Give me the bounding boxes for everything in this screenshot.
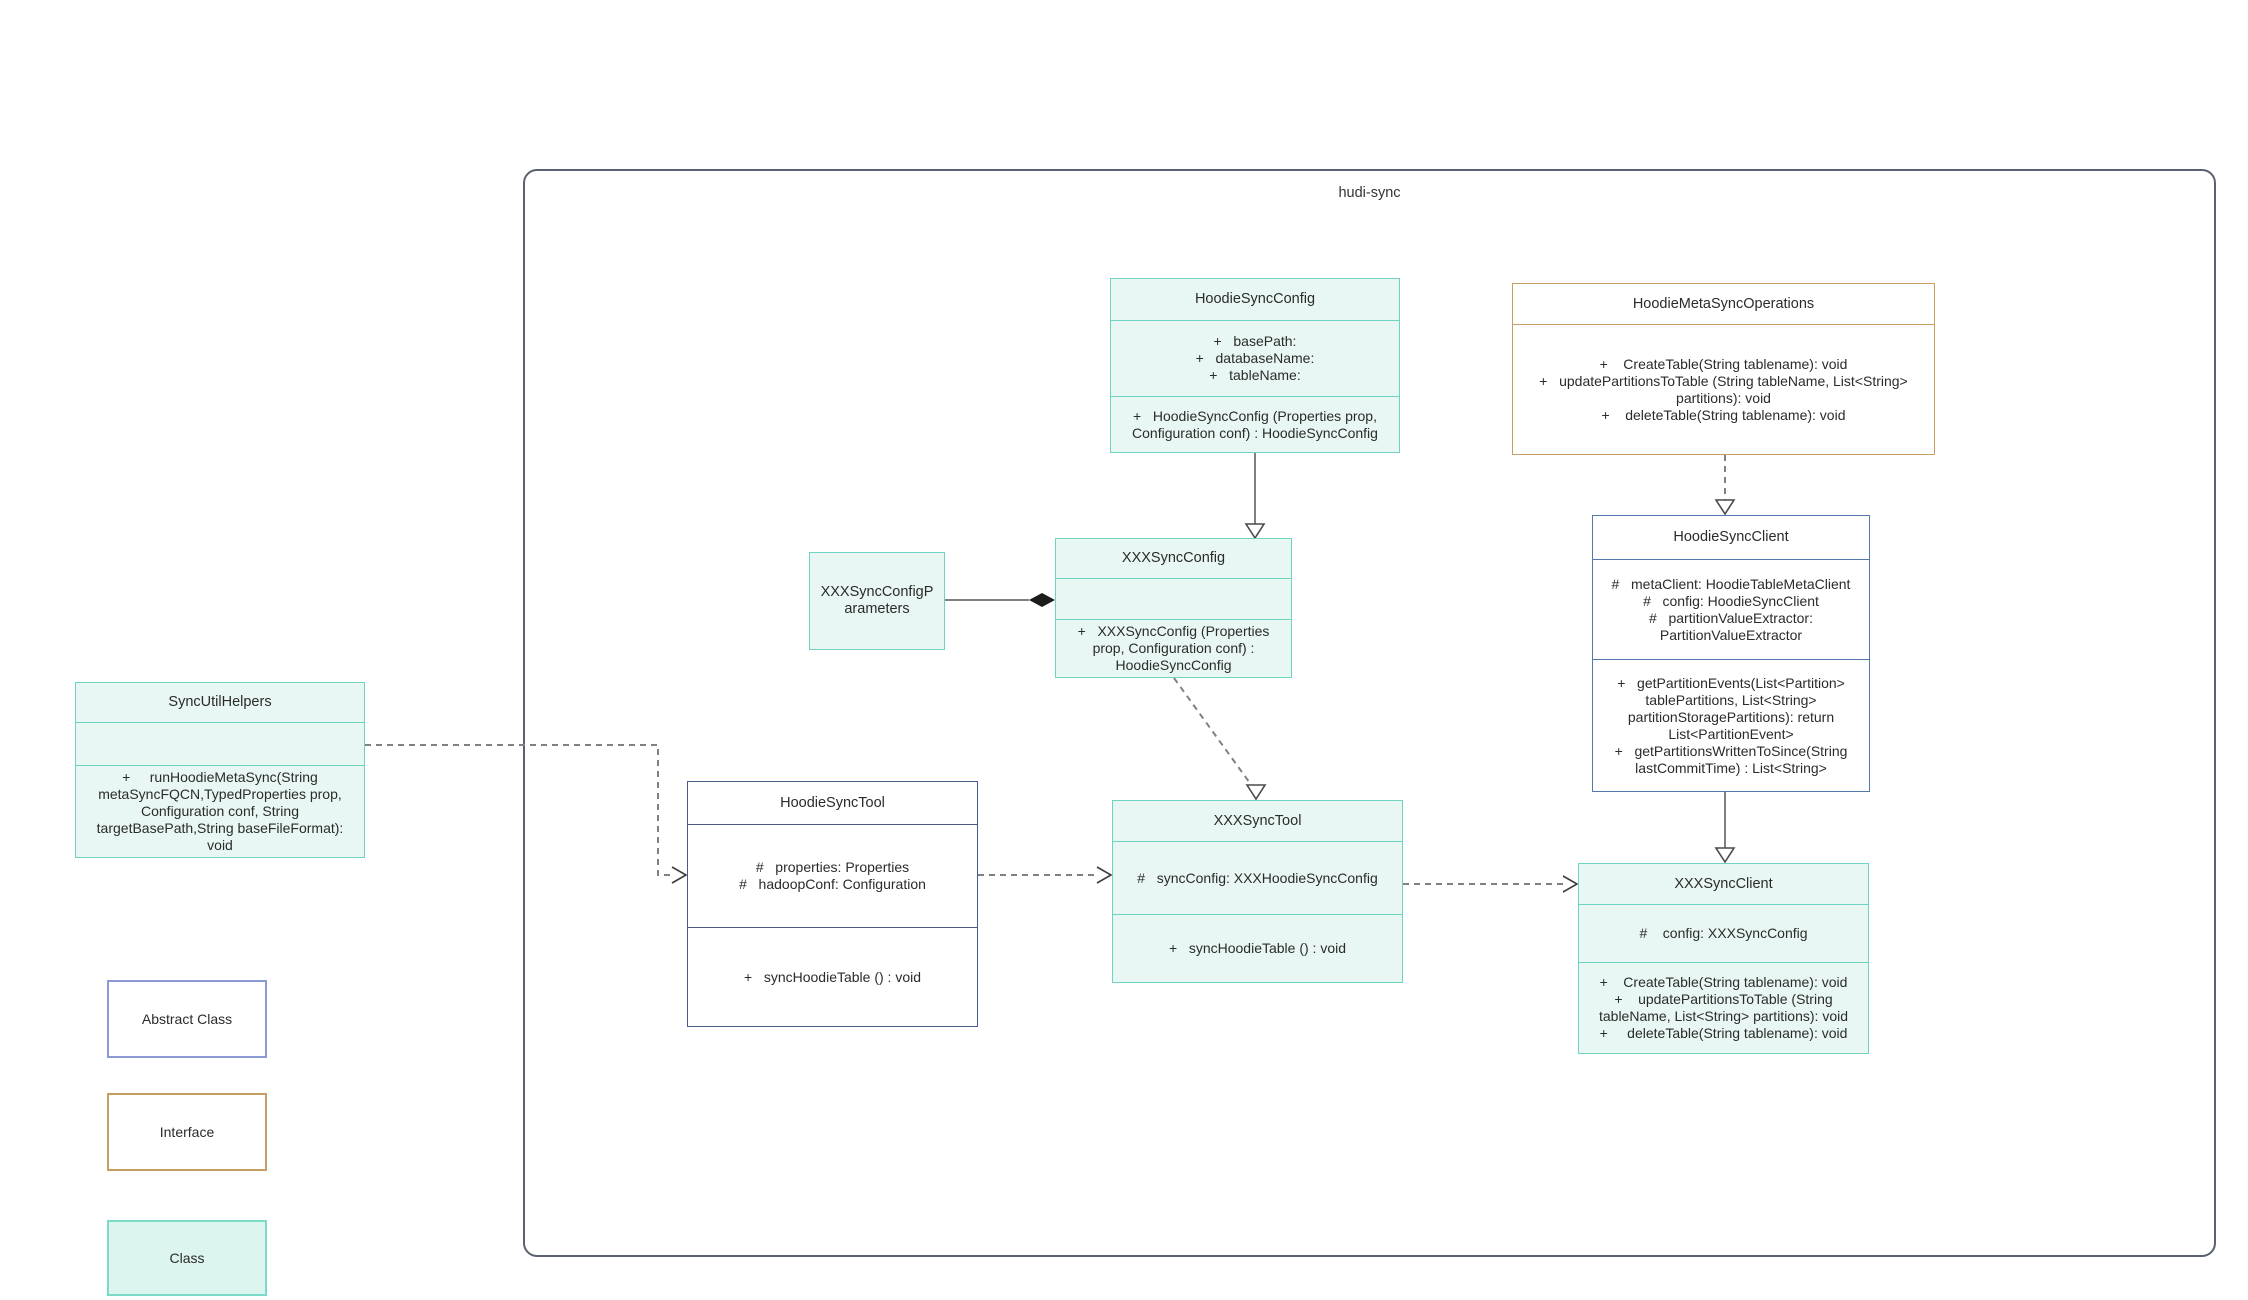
class-box-xxxsyncclient: XXXSyncClient # config: XXXSyncConfig + Cr… [1578,863,1869,1054]
attribute-line: # config: HoodieSyncClient [1643,592,1819,609]
attribute-line: + tableName: [1209,367,1301,383]
attribute-line: # config: XXXSyncConfig [1639,925,1808,941]
class-attributes: # config: XXXSyncConfig [1579,904,1868,962]
attribute-line: # partitionValueExtractor: PartitionValu… [1649,609,1817,643]
method-line: + CreateTable(String tablename): void [1599,974,1848,990]
class-attributes: + basePath:+ databaseName:+ tableName: [1111,320,1399,396]
attribute-line: + databaseName: [1195,350,1315,366]
method-line: + HoodieSyncConfig (Properties prop, Con… [1132,407,1381,441]
class-methods: + HoodieSyncConfig (Properties prop, Con… [1111,396,1399,452]
legend-item-class: Class [107,1220,267,1296]
method-line: + getPartitionEvents(List<Partition> tab… [1617,674,1849,742]
legend-label: Interface [159,1124,215,1140]
class-name: HoodieSyncConfig [1194,291,1316,307]
method-line: + updatePartitionsToTable (String tableN… [1598,991,1848,1024]
class-name: XXXSyncClient [1674,875,1773,892]
class-attributes: # syncConfig: XXXHoodieSyncConfig [1113,841,1402,914]
class-box-hoodiesyncclient: HoodieSyncClient # metaClient: HoodieTabl… [1592,515,1870,792]
class-methods: + syncHoodieTable () : void [688,927,977,1026]
class-methods: + CreateTable(String tablename): void+ u… [1513,324,1934,454]
method-line: + getPartitionsWrittenToSince(String las… [1614,742,1852,776]
legend-item-interface: Interface [107,1093,267,1171]
package-label: hudi-sync [1338,185,1401,201]
method-line: + updatePartitionsToTable (String tableN… [1539,372,1912,406]
class-name: HoodieSyncTool [780,794,885,811]
legend-item-abstract-class: Abstract Class [107,980,267,1058]
class-attributes [76,721,364,765]
attribute-line: + basePath: [1213,333,1297,349]
method-line: + runHoodieMetaSync(String metaSyncFQCN,… [96,769,348,853]
class-box-syncutilhelpers: SyncUtilHelpers + runHoodieMetaSync(Strin… [75,682,365,858]
class-name: XXXSyncTool [1213,812,1302,829]
class-name: XXXSyncConfig [1121,550,1226,567]
method-line: + syncHoodieTable () : void [1168,940,1347,956]
class-name: HoodieMetaSyncOperations [1632,295,1815,312]
class-methods: + syncHoodieTable () : void [1113,914,1402,982]
class-methods: + getPartitionEvents(List<Partition> tab… [1593,659,1869,791]
attribute-line: # hadoopConf: Configuration [739,876,926,892]
class-attributes [1056,578,1291,619]
package-container: hudi-sync [523,169,2216,1257]
method-line: + deleteTable(String tablename): void [1601,406,1846,423]
attribute-line: # syncConfig: XXXHoodieSyncConfig [1137,869,1378,886]
class-box-xxxsyncconfig: XXXSyncConfig + XXXSyncConfig (Properties… [1055,538,1292,678]
class-box-xxxsynctool: XXXSyncTool # syncConfig: XXXHoodieSyncCo… [1112,800,1403,983]
attribute-line: # properties: Properties [755,859,910,875]
class-box-hoodiesynctool: HoodieSyncTool # properties: Properties# … [687,781,978,1027]
class-name: XXXSyncConfigParameters [820,584,934,617]
class-attributes: # metaClient: HoodieTableMetaClient# con… [1593,559,1869,659]
class-attributes: # properties: Properties# hadoopConf: Co… [688,824,977,927]
attribute-line: # metaClient: HoodieTableMetaClient [1611,575,1851,592]
class-methods: + CreateTable(String tablename): void+ u… [1579,962,1868,1053]
legend-label: Abstract Class [141,1011,233,1027]
class-methods: + runHoodieMetaSync(String metaSyncFQCN,… [76,765,364,857]
method-line: + XXXSyncConfig (Properties prop, Config… [1077,623,1274,673]
method-line: + deleteTable(String tablename): void [1599,1025,1848,1041]
class-box-xxxsyncconfigparameters: XXXSyncConfigParameters [809,552,945,650]
class-methods: + XXXSyncConfig (Properties prop, Config… [1056,619,1291,677]
class-box-hoodiesyncconfig: HoodieSyncConfig + basePath:+ databaseNam… [1110,278,1400,453]
method-line: + CreateTable(String tablename): void [1599,355,1848,372]
legend-label: Class [169,1250,205,1266]
method-line: + syncHoodieTable () : void [743,968,922,985]
class-name: HoodieSyncClient [1673,529,1789,545]
class-name: SyncUtilHelpers [168,693,272,710]
class-box-hoodiemetasyncoperations: HoodieMetaSyncOperations + CreateTable(St… [1512,283,1935,455]
